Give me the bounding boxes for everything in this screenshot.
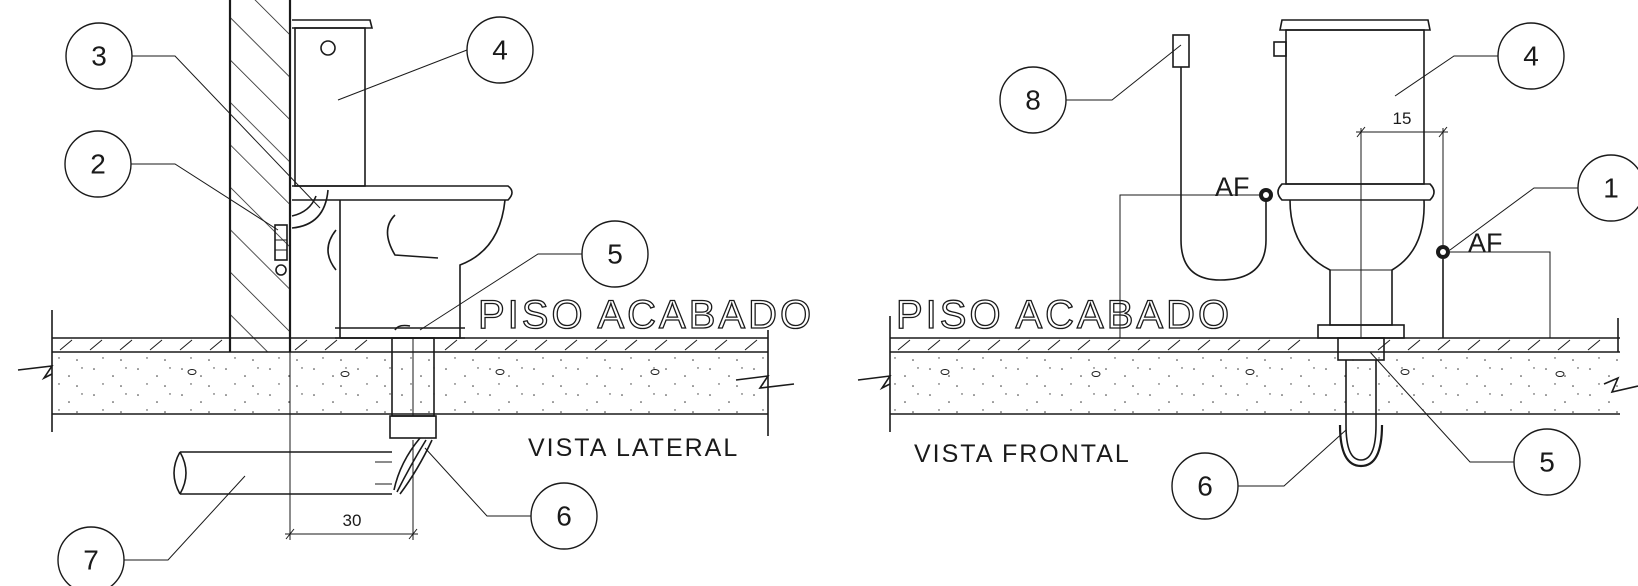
angle-valve (274, 224, 288, 276)
callout-5-frontal: 5 (1513, 428, 1581, 496)
svg-text:6: 6 (556, 501, 572, 532)
floor-finish-hatch-frontal (897, 339, 1601, 351)
drain-pipe-lateral (389, 324, 437, 495)
callout-5-lateral: 5 (581, 220, 649, 288)
piso-acabado-lateral: PISO ACABADO (478, 293, 814, 337)
svg-text:6: 6 (1197, 471, 1213, 502)
callout-7: 7 (57, 526, 125, 586)
svg-text:5: 5 (1539, 447, 1555, 478)
af-label-left: AF (1215, 172, 1250, 202)
floor-finish-hatch (59, 339, 758, 351)
collector-pipe (173, 451, 392, 495)
callout-2: 2 (64, 130, 132, 198)
callout-4-lateral: 4 (466, 16, 534, 84)
water-supply-right: AF (1436, 228, 1551, 338)
vista-lateral-title: VISTA LATERAL (528, 434, 739, 462)
frontal-view: AF AF 15 PISO ACABADO VISTA FRONTAL (857, 19, 1638, 520)
leaders-lateral (124, 49, 582, 561)
hand-shower (1172, 34, 1273, 281)
wall-section (228, 0, 292, 352)
callout-6-frontal: 6 (1171, 452, 1239, 520)
callout-3: 3 (65, 22, 133, 90)
vista-frontal-title: VISTA FRONTAL (914, 440, 1131, 468)
dimension-15-label: 15 (1393, 109, 1412, 128)
svg-text:7: 7 (83, 545, 99, 576)
dimension-30: 30 (285, 352, 418, 540)
callout-4-frontal: 4 (1497, 22, 1565, 90)
water-supply-left: AF (1119, 172, 1259, 338)
svg-text:5: 5 (607, 239, 623, 270)
callout-8: 8 (999, 66, 1067, 134)
floor-slab-lateral (17, 310, 795, 436)
floor-slab-frontal (857, 316, 1638, 432)
piso-acabado-frontal: PISO ACABADO (896, 293, 1232, 337)
svg-text:4: 4 (1523, 41, 1539, 72)
callout-6-lateral: 6 (530, 482, 598, 550)
callout-1: 1 (1577, 154, 1638, 222)
leaders-frontal (1066, 44, 1578, 487)
dimension-15: 15 (1356, 109, 1448, 338)
svg-text:1: 1 (1603, 173, 1619, 204)
toilet-front-view (1273, 19, 1435, 339)
svg-text:8: 8 (1025, 85, 1041, 116)
dimension-30-label: 30 (343, 511, 362, 530)
svg-text:3: 3 (91, 41, 107, 72)
svg-text:4: 4 (492, 35, 508, 66)
lateral-view: 30 PISO ACABADO VISTA LATERAL 3 4 2 5 6 … (17, 0, 814, 586)
svg-text:2: 2 (90, 149, 106, 180)
